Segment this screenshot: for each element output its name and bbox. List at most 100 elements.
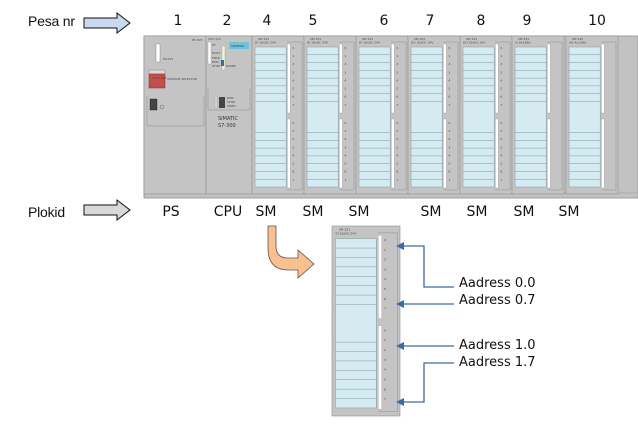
channel-digit: 3 (384, 358, 386, 362)
channel-digit: 0 (344, 121, 346, 125)
channel-digit: 4 (344, 78, 346, 82)
module-spec-text: DI 16xDC 24V (359, 41, 381, 45)
channel-digit: 0 (384, 238, 386, 242)
slot-number: 2 (222, 13, 232, 29)
channel-digit: 0 (384, 328, 386, 332)
module-spec-text: DI 16xDC 24V (255, 41, 277, 45)
module-type-label: CPU (213, 204, 243, 220)
module-spec-text: DI 16xDC 24V (307, 41, 329, 45)
channel-digit: 0 (500, 121, 502, 125)
channel-digit: 4 (292, 78, 294, 82)
channel-digit: 2 (448, 137, 450, 141)
channel-digit: 2 (292, 137, 294, 141)
channel-digit: 1 (448, 54, 450, 58)
module-type-label: SM (255, 204, 277, 220)
channel-digit: 0 (448, 121, 450, 125)
channel-digit: 7 (384, 397, 386, 401)
module-model-text: SM 321 (258, 37, 269, 41)
channel-digit: 7 (500, 103, 502, 107)
cpu-battery-text: DUMM (226, 64, 236, 68)
module-type-label: PS (162, 204, 180, 220)
channel-digit: 3 (396, 145, 398, 149)
ps-model-text: PS 307 (192, 38, 202, 42)
led-column (601, 43, 605, 114)
led-column (287, 118, 291, 189)
module-spec-text: DI 16xDC 24V (335, 232, 357, 236)
module-model-text: SM 322 (466, 37, 477, 41)
channel-digit: 1 (396, 129, 398, 133)
channel-digit: 0 (344, 46, 346, 50)
module-row-arrow-icon (83, 198, 131, 222)
channel-digit: 2 (344, 137, 346, 141)
channel-digit: 6 (396, 95, 398, 99)
module-model-text: SM 321 (362, 37, 373, 41)
led-column (378, 235, 382, 319)
module-type-label: SM (513, 204, 535, 220)
channel-digit: 4 (396, 153, 398, 157)
module-type-label: SM (558, 204, 580, 220)
channel-digit: 5 (384, 377, 386, 381)
channel-digit: 4 (344, 153, 346, 157)
channel-digit: 4 (448, 78, 450, 82)
channel-digit: 4 (384, 368, 386, 372)
module-spec-text: AO 4x12Bit (569, 41, 587, 45)
address-label: Aadress 0.0 (459, 276, 536, 291)
channel-digit: 5 (292, 87, 294, 91)
channel-digit: 6 (292, 95, 294, 99)
channel-digit: 5 (396, 87, 398, 91)
channel-digit: 2 (344, 62, 346, 66)
label-strip (568, 46, 601, 188)
arrow-head-icon (396, 342, 404, 350)
channel-digit: 7 (292, 178, 294, 182)
module-spec-text: DO 16xDC 24V (411, 41, 434, 45)
led-column (443, 43, 447, 114)
channel-digit: 5 (500, 87, 502, 91)
slot-number: 1 (173, 13, 183, 29)
channel-digit: 5 (292, 162, 294, 166)
channel-digit: 5 (384, 287, 386, 291)
channel-digit: 6 (500, 170, 502, 174)
channel-digit: 2 (396, 62, 398, 66)
slot-row-arrow-icon (83, 11, 131, 35)
module-type-label: SM (348, 204, 370, 220)
led-column (391, 118, 395, 189)
channel-digit: 5 (396, 162, 398, 166)
led-column (495, 43, 499, 114)
channel-digit: 3 (292, 70, 294, 74)
channel-digit: 1 (500, 129, 502, 133)
channel-digit: 1 (344, 54, 346, 58)
siemens-brand-text: SIEMENS (231, 44, 244, 48)
address-arrows (402, 245, 454, 403)
cpu-module: CPU 314 SIEMENS SF DC5V FRCE RUN STOP DU… (205, 35, 253, 195)
channel-digit: 7 (344, 103, 346, 107)
module-type-label: SM (420, 204, 442, 220)
cpu-led-text: RUN (212, 60, 219, 64)
address-label: Aadress 1.0 (459, 338, 536, 353)
channel-digit: 0 (292, 46, 294, 50)
module-type-label: SM (302, 204, 324, 220)
slot-number: 9 (522, 13, 532, 29)
power-switch (149, 98, 158, 111)
module-model-text: SM 321 (339, 228, 350, 232)
channel-digit: 0 (500, 46, 502, 50)
slot-number: 6 (379, 13, 389, 29)
arrow-head-icon (396, 242, 404, 250)
module-model-text: SM 321 (310, 37, 321, 41)
channel-digit: 3 (344, 70, 346, 74)
channel-digit: 2 (500, 137, 502, 141)
module-type-label: SM (466, 204, 488, 220)
led-column (601, 118, 605, 189)
channel-digit: 5 (448, 87, 450, 91)
cpu-mode-text: RUN (227, 96, 234, 100)
channel-digit: 1 (344, 129, 346, 133)
label-strip (514, 46, 547, 188)
s7-300-text: S7-300 (218, 123, 236, 129)
channel-digit: 6 (292, 170, 294, 174)
module-model-text: SM 332 (572, 37, 583, 41)
voltage-selector-switch (148, 73, 166, 89)
